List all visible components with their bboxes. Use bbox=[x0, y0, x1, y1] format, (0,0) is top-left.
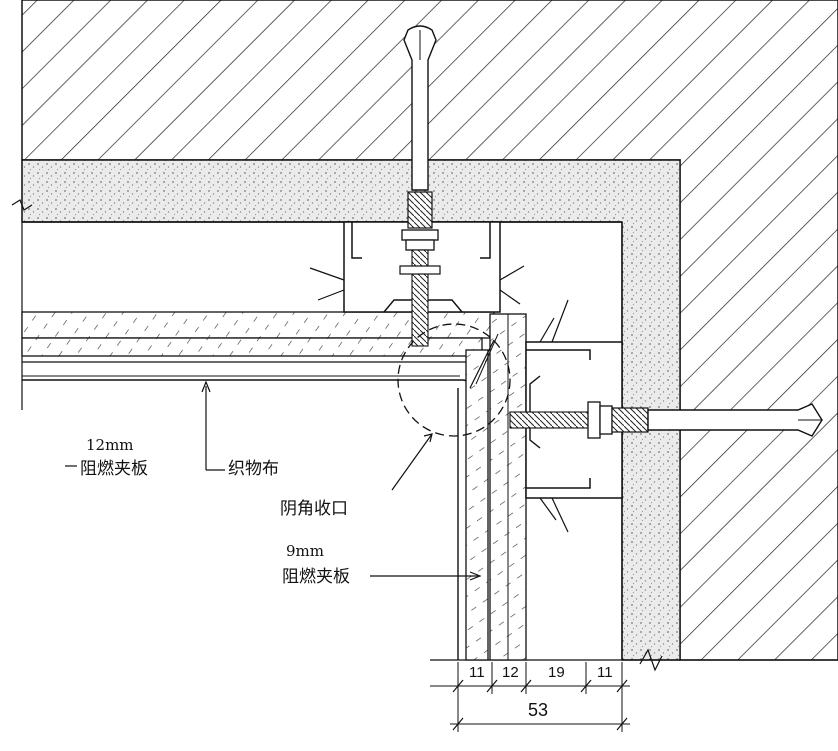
label-9mm-panel: 阻燃夹板 bbox=[282, 567, 350, 587]
dim-total-53: 53 bbox=[528, 700, 548, 720]
dim-11-left: 11 bbox=[469, 664, 485, 681]
label-corner-closure: 阴角收口 bbox=[280, 499, 348, 519]
wall-panel-9mm bbox=[457, 313, 527, 661]
dimension-lines bbox=[430, 662, 630, 732]
label-12mm-size: 12mm bbox=[86, 436, 134, 454]
horizontal-anchor-bolt bbox=[509, 401, 823, 439]
break-line-left bbox=[11, 160, 33, 410]
vertical-anchor-bolt bbox=[399, 25, 441, 347]
dim-12: 12 bbox=[502, 664, 519, 681]
dim-11-right: 11 bbox=[597, 664, 613, 681]
label-fabric: 织物布 bbox=[228, 459, 279, 479]
corner-detail-circle bbox=[397, 323, 511, 437]
label-12mm-panel: 阻燃夹板 bbox=[80, 459, 148, 479]
leader-lines bbox=[65, 380, 482, 581]
label-9mm-size: 9mm bbox=[286, 542, 324, 560]
dim-19: 19 bbox=[548, 664, 565, 681]
